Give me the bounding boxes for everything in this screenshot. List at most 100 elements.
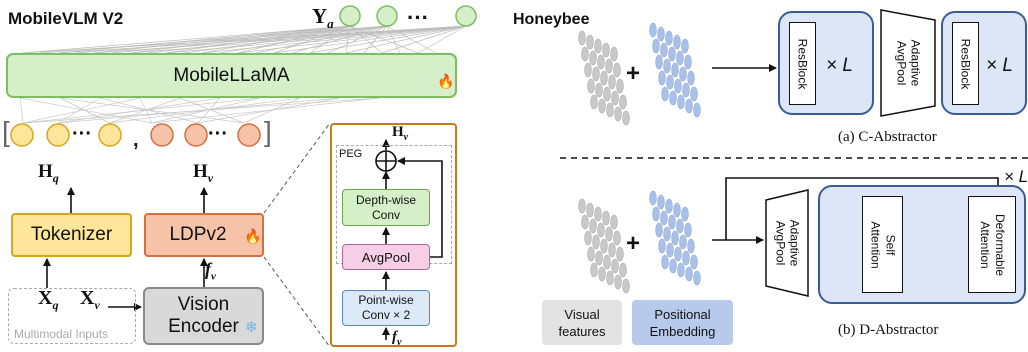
visual-feature-token <box>602 42 610 58</box>
positional-embedding-token <box>669 90 677 106</box>
xv-sub: v <box>94 298 100 312</box>
visual-feature-token <box>608 74 616 90</box>
visual-feature-token <box>602 210 610 226</box>
positional-embedding-token <box>666 74 674 90</box>
positional-embedding-token <box>673 202 681 218</box>
output-y: Y <box>312 4 328 28</box>
c-resblock-2: ResBlock <box>952 22 979 105</box>
fan-line <box>309 25 467 54</box>
fan-line <box>93 25 351 54</box>
positional-embedding-token <box>666 242 674 258</box>
plus-sign-top: + <box>626 60 641 87</box>
peg-label: PEG <box>339 148 363 160</box>
fan-line <box>139 97 153 124</box>
fan-line <box>345 25 351 54</box>
pointwise-line1: Point-wise <box>358 293 414 307</box>
fan-line <box>197 97 221 124</box>
text-token <box>10 123 34 147</box>
fan-line <box>19 97 153 124</box>
positional-embedding-token <box>673 34 681 50</box>
positional-embedding-token <box>661 254 669 270</box>
positional-embedding-token <box>693 102 701 118</box>
fan-line <box>243 97 301 124</box>
visual-feature-token <box>586 34 594 50</box>
fan-line <box>147 25 388 54</box>
c-resblock-1-label: ResBlock <box>795 38 810 89</box>
visual-feature-token <box>590 262 598 278</box>
visual-feature-token <box>614 274 622 290</box>
positional-embedding-token <box>665 198 673 214</box>
visual-feature-token <box>610 214 618 230</box>
multimodal-inputs-label: Multimodal Inputs <box>14 327 109 341</box>
fan-line <box>57 97 221 124</box>
visual-feature-token <box>598 266 606 282</box>
visual-feature-token <box>619 262 627 278</box>
fan-line <box>59 97 245 124</box>
visual-feature-token <box>622 278 630 294</box>
c-trapezoid-outline <box>880 9 936 117</box>
ldpv2-box: LDPv2 <box>144 213 264 257</box>
fan-line <box>386 25 437 54</box>
fan-line <box>99 97 199 124</box>
c-resblock-1: ResBlock <box>789 22 816 105</box>
fan-line <box>179 97 245 124</box>
zoom-line <box>263 122 331 214</box>
mobilellama-box: MobileLLaMA <box>6 53 457 98</box>
visual-feature-token <box>587 78 595 94</box>
visual-feature-token <box>600 238 608 254</box>
positional-embedding-token <box>684 222 692 238</box>
fan-line <box>22 97 261 124</box>
legend-pos-line1: Positional <box>654 306 711 322</box>
d-times-l: × L <box>1004 167 1028 186</box>
positional-embedding-token <box>649 22 657 38</box>
visual-feature-token <box>613 230 621 246</box>
detail-fv-label: fv <box>392 330 401 348</box>
fan-line <box>151 97 381 124</box>
fan-line <box>291 25 388 54</box>
mobilevlm-arrows <box>43 122 443 348</box>
visual-feature-token <box>586 202 594 218</box>
avgpool-label: AvgPool <box>361 249 411 265</box>
fan-line <box>39 25 388 54</box>
visual-feature-token <box>616 78 624 94</box>
legend-visual-features: Visual features <box>542 300 622 345</box>
positional-embedding-token <box>679 66 687 82</box>
encoder-line2: Encoder <box>168 316 239 337</box>
mobilellama-label: MobileLLaMA <box>173 64 290 86</box>
visual-feature-token <box>597 54 605 70</box>
visual-feature-token <box>611 258 619 274</box>
visual-token-dots: ··· <box>208 123 228 145</box>
hq-sub: q <box>52 170 59 185</box>
visual-feature-token <box>594 38 602 54</box>
fan-line <box>19 97 24 124</box>
visual-feature-token <box>587 246 595 262</box>
positional-embedding-token <box>690 86 698 102</box>
visual-feature-token <box>589 218 597 234</box>
multimodal-inputs-box <box>8 288 136 344</box>
text-token <box>98 123 122 147</box>
fan-line <box>273 25 351 54</box>
visual-feature-token <box>594 206 602 222</box>
ldpv2-label: LDPv2 <box>169 224 227 245</box>
positional-embedding-token <box>658 238 666 254</box>
deformable-line2: Attention <box>978 220 992 269</box>
d-adaptive-line2: AvgPool <box>773 220 788 266</box>
visual-feature-token <box>614 106 622 122</box>
fan-line <box>109 97 181 124</box>
c-adaptive-avgpool-trapezoid: Adaptive AvgPool <box>880 10 936 116</box>
xq-sub: q <box>52 298 59 312</box>
c-times-l-2: × L <box>986 55 1013 76</box>
fan-line <box>309 25 351 54</box>
detail-fv-sub: v <box>397 337 402 348</box>
positional-embedding-token <box>690 254 698 270</box>
deformable-attention-label: Deformable Attention <box>977 213 1007 275</box>
depthwise-line1: Depth-wise <box>355 192 417 207</box>
visual-feature-token <box>589 50 597 66</box>
fan-line <box>165 25 351 54</box>
positional-embedding-token <box>660 210 668 226</box>
fan-line <box>201 25 351 54</box>
visual-feature-token <box>581 46 589 62</box>
positional-embedding-token <box>684 54 692 70</box>
positional-embedding-token <box>655 54 663 70</box>
token-seq-left-bracket: [ <box>2 116 10 147</box>
